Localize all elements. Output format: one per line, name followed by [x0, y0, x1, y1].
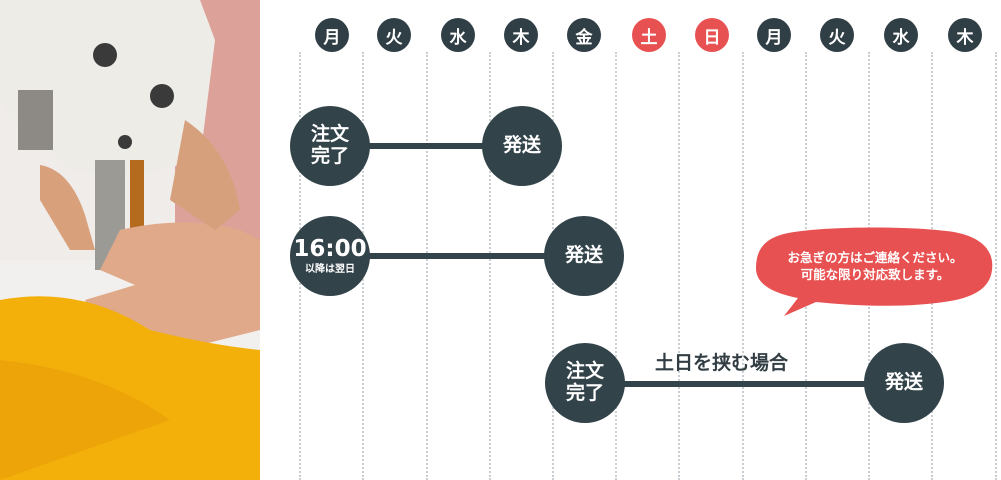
order-complete-badge: 注文 完了 — [290, 106, 370, 186]
day-badge-mon: 月 — [757, 18, 791, 52]
day-divider — [742, 52, 744, 480]
day-badge-mon: 月 — [315, 18, 349, 52]
order-label-line1: 注文 — [565, 360, 604, 383]
timeline-bar — [332, 143, 522, 149]
day-divider — [426, 52, 428, 480]
shipment-badge: 発送 — [864, 343, 944, 423]
shipment-label: 発送 — [502, 134, 541, 157]
shipment-badge: 発送 — [482, 106, 562, 186]
timeline-bar — [582, 381, 882, 387]
day-badge-thu: 木 — [948, 18, 982, 52]
notice-speech-bubble — [756, 227, 993, 316]
notice-line1: お急ぎの方はご連絡ください。 — [787, 250, 963, 265]
day-badge-tue: 火 — [377, 18, 411, 52]
day-badge-sat: 土 — [632, 18, 666, 52]
timeline-bar — [332, 253, 582, 259]
cutoff-note: 以降は翌日 — [305, 264, 355, 276]
day-divider — [489, 52, 491, 480]
shipment-label: 発送 — [884, 371, 923, 394]
day-badge-wed: 水 — [441, 18, 475, 52]
shipping-timeline: 月 火 水 木 金 土 日 月 火 水 木 注文 完了 発送 16:00 以降は… — [262, 0, 1001, 480]
shipment-label: 発送 — [564, 244, 603, 267]
notice-line2: 可能な限り対応致します。 — [800, 266, 950, 282]
day-badge-fri: 金 — [567, 18, 601, 52]
order-label-line1: 注文 — [310, 123, 349, 146]
day-divider — [678, 52, 680, 480]
cutoff-time: 16:00 — [293, 236, 367, 263]
order-label-line2: 完了 — [565, 382, 604, 404]
notice-text: お急ぎの方はご連絡ください。 可能な限り対応致します。 — [764, 250, 986, 284]
sewing-photo — [0, 0, 260, 480]
cutoff-time-badge: 16:00 以降は翌日 — [290, 216, 370, 296]
shipment-badge: 発送 — [544, 216, 624, 296]
day-badge-thu: 木 — [504, 18, 538, 52]
day-badge-sun: 日 — [695, 18, 729, 52]
day-divider — [995, 52, 997, 480]
day-badge-wed: 水 — [884, 18, 918, 52]
weekend-case-label: 土日を挟む場合 — [655, 352, 789, 374]
day-badge-tue: 火 — [820, 18, 854, 52]
order-complete-badge: 注文 完了 — [545, 343, 625, 423]
order-label-line2: 完了 — [310, 145, 349, 167]
